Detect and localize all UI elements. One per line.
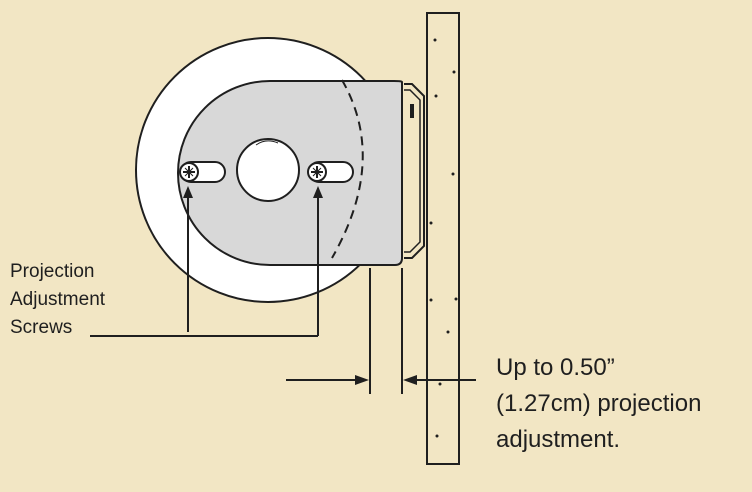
- projection-range-label-line2: (1.27cm) projection: [496, 390, 702, 417]
- right-screw: [307, 161, 354, 183]
- screws-label-line3: Screws: [10, 317, 73, 338]
- screws-label-line2: Adjustment: [10, 289, 106, 310]
- center-hole: [236, 138, 300, 202]
- left-screw: [179, 161, 226, 183]
- wall-board: [426, 12, 460, 465]
- hidden-disc-edge: [331, 79, 364, 259]
- projection-range-label-line1: Up to 0.50”: [496, 354, 615, 381]
- projection-dimension: [286, 268, 476, 394]
- screw-leader-lines: [90, 186, 323, 337]
- projection-range-label-line3: adjustment.: [496, 426, 621, 453]
- screws-label-line1: Projection: [10, 261, 95, 282]
- wall-bracket: [404, 83, 425, 259]
